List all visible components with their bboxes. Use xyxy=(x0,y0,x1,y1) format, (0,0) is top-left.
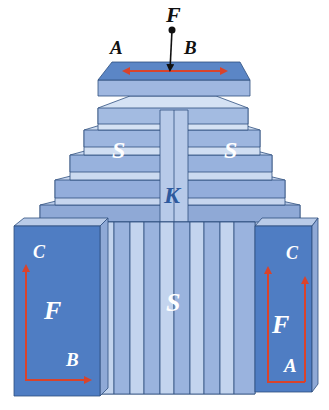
face-label: S xyxy=(224,138,237,162)
point-label: B xyxy=(66,350,79,369)
point-label: C xyxy=(286,244,298,262)
point-label: A xyxy=(110,38,123,57)
point-label: A xyxy=(284,356,297,375)
point-label: C xyxy=(33,243,45,261)
face-label: S xyxy=(166,290,180,316)
point-label: B xyxy=(184,38,197,57)
center-label: K xyxy=(164,183,180,207)
force-label: F xyxy=(44,298,61,324)
face-label: S xyxy=(112,138,125,162)
force-label: F xyxy=(166,4,181,26)
force-label: F xyxy=(272,312,289,338)
